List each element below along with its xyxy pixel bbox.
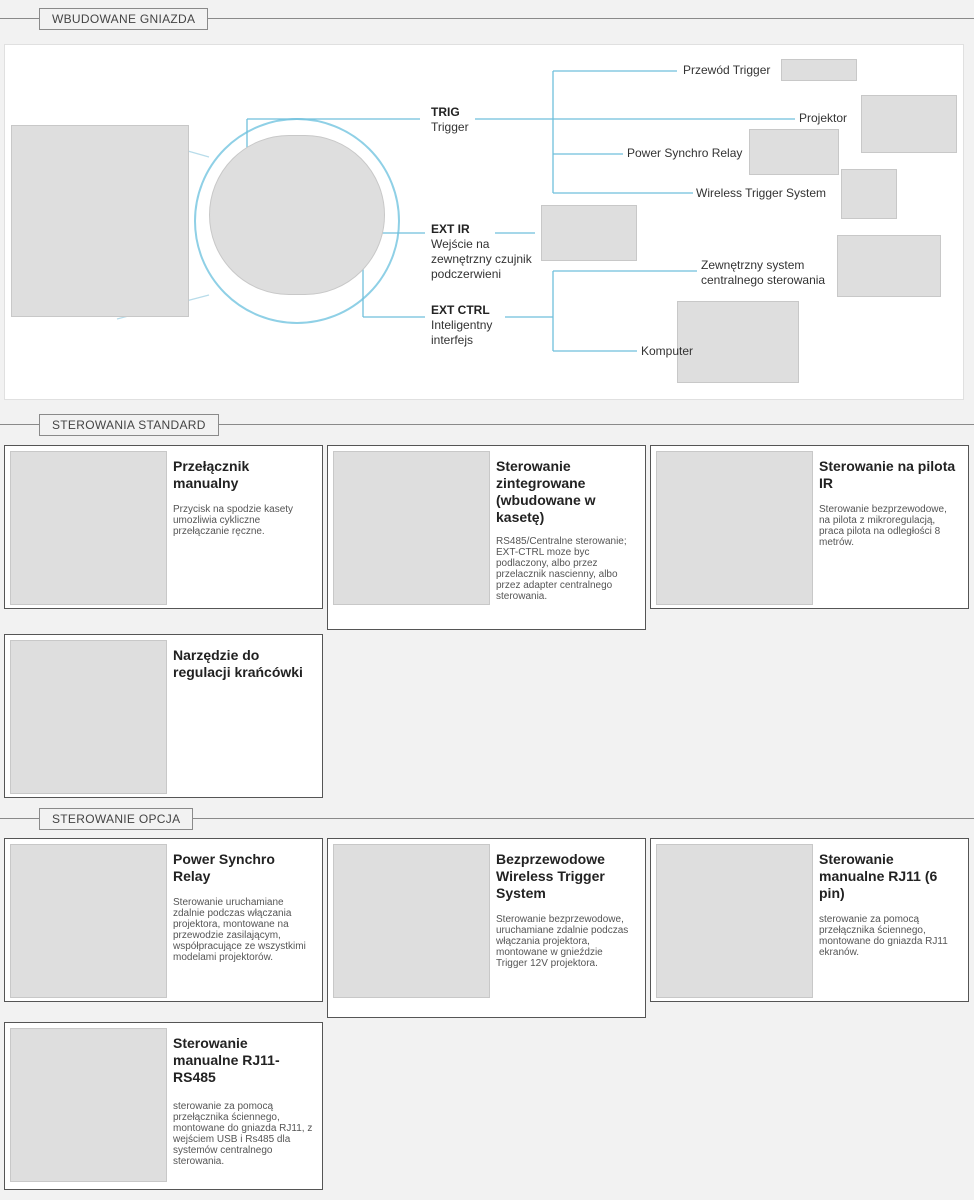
section-header-standard: STEROWANIA STANDARD xyxy=(0,414,974,436)
wall-box-image xyxy=(11,125,189,317)
projector-image xyxy=(861,95,957,153)
ir-remote-image xyxy=(656,451,813,605)
card-description: Sterowanie bezprzewodowe, uruchamiane zd… xyxy=(496,914,629,969)
limit-tool-image xyxy=(10,640,167,794)
sockets-closeup-image xyxy=(209,135,385,295)
section-title-standard: STEROWANIA STANDARD xyxy=(39,414,219,436)
manual-rj11-image xyxy=(656,844,813,998)
card-limit-tool[interactable]: Narzędzie do regulacji krańcówki xyxy=(4,634,323,798)
card-description: sterowanie za pomocą przełącznika ścienn… xyxy=(173,1101,313,1167)
card-ir-remote[interactable]: Sterowanie na pilota IR Sterowanie bezpr… xyxy=(650,445,969,609)
card-description: Sterowanie bezprzewodowe, na pilota z mi… xyxy=(819,504,947,548)
card-power-synchro[interactable]: Power Synchro Relay Sterowanie uruchamia… xyxy=(4,838,323,1002)
card-wireless-trigger[interactable]: Bezprzewodowe Wireless Trigger System St… xyxy=(327,838,646,1018)
power-synchro-card-image xyxy=(10,844,167,998)
section-title-optional: STEROWANIE OPCJA xyxy=(39,808,194,830)
card-description: RS485/Centralne sterowanie; EXT-CTRL moz… xyxy=(496,536,627,602)
card-title: Bezprzewodowe Wireless Trigger System xyxy=(496,851,605,901)
card-title: Sterowanie manualne RJ11-RS485 xyxy=(173,1035,280,1085)
card-manual-rj11[interactable]: Sterowanie manualne RJ11 (6 pin) sterowa… xyxy=(650,838,969,1002)
section-title-builtin: WBUDOWANE GNIAZDA xyxy=(39,8,209,30)
trigger-cable-image xyxy=(781,59,857,81)
card-integrated-control[interactable]: Sterowanie zintegrowane (wbudowane w kas… xyxy=(327,445,646,630)
card-manual-rj11-rs485[interactable]: Sterowanie manualne RJ11-RS485 sterowani… xyxy=(4,1022,323,1190)
target-power-synchro: Power Synchro Relay xyxy=(627,146,743,160)
section-header-optional: STEROWANIE OPCJA xyxy=(0,808,974,830)
manual-rj11-rs485-image xyxy=(10,1028,167,1182)
integrated-control-image xyxy=(333,451,490,605)
control-panel-image xyxy=(837,235,941,297)
card-title: Sterowanie na pilota IR xyxy=(819,458,956,491)
target-trigger-cable: Przewód Trigger xyxy=(683,63,771,77)
wireless-trigger-card-image xyxy=(333,844,490,998)
card-description: Sterowanie uruchamiane zdalnie podczas w… xyxy=(173,897,306,963)
card-title: Sterowanie manualne RJ11 (6 pin) xyxy=(819,851,938,901)
card-title: Przełącznik manualny xyxy=(173,458,250,491)
section-header-builtin: WBUDOWANE GNIAZDA xyxy=(0,8,974,30)
manual-switch-image xyxy=(10,451,167,605)
power-synchro-image xyxy=(749,129,839,175)
card-title: Sterowanie zintegrowane (wbudowane w kas… xyxy=(496,458,596,525)
card-description: sterowanie za pomocą przełącznika ścienn… xyxy=(819,914,948,958)
target-external-system: Zewnętrzny system centralnego sterowania xyxy=(701,258,826,287)
target-computer: Komputer xyxy=(641,344,694,358)
card-title: Narzędzie do regulacji krańcówki xyxy=(173,647,303,680)
card-description: Przycisk na spodzie kasety umozliwia cyk… xyxy=(173,504,294,537)
target-projector: Projektor xyxy=(799,111,848,125)
ir-sensor-image xyxy=(541,205,637,261)
wireless-trigger-image xyxy=(841,169,897,219)
target-wireless: Wireless Trigger System xyxy=(696,186,827,200)
card-title: Power Synchro Relay xyxy=(173,851,275,884)
laptop-image xyxy=(677,301,799,383)
card-manual-switch[interactable]: Przełącznik manualny Przycisk na spodzie… xyxy=(4,445,323,609)
